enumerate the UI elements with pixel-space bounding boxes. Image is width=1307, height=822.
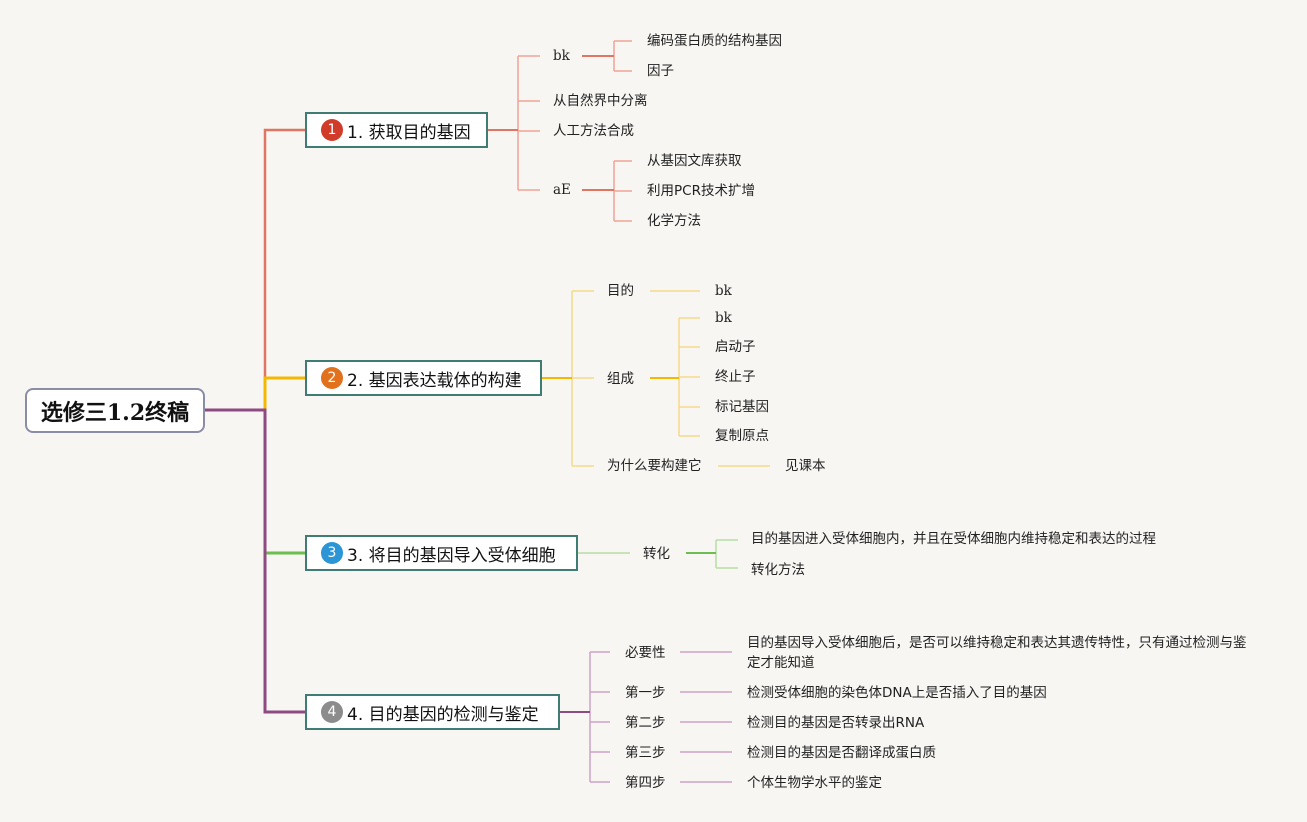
topic-1-node[interactable]: 1 1. 获取目的基因 bbox=[305, 112, 488, 148]
subtopic-4-4[interactable]: 第三步 bbox=[625, 745, 666, 761]
leaf-1-4-2[interactable]: 利用PCR技术扩增 bbox=[647, 183, 755, 199]
leaf-4-1-1[interactable]: 目的基因导入受体细胞后，是否可以维持稳定和表达其遗传特性，只有通过检测与鉴定才能… bbox=[747, 635, 1247, 671]
branch-topic3 bbox=[578, 539, 738, 569]
leaf-1-1-1[interactable]: 编码蛋白质的结构基因 bbox=[647, 33, 782, 49]
leaf-4-2-1[interactable]: 检测受体细胞的染色体DNA上是否插入了目的基因 bbox=[747, 685, 1047, 701]
trunk-topic1 bbox=[205, 128, 305, 412]
topic-1-label: 1. 获取目的基因 bbox=[347, 122, 471, 143]
trunk-topic3 bbox=[205, 408, 305, 555]
leaf-2-2-3[interactable]: 终止子 bbox=[715, 369, 756, 385]
topic-3-label: 3. 将目的基因导入受体细胞 bbox=[347, 545, 556, 566]
root-node[interactable]: 选修三1.2终稿 bbox=[25, 388, 205, 433]
leaf-2-2-2[interactable]: 启动子 bbox=[715, 339, 756, 355]
leaf-1-4-1[interactable]: 从基因文库获取 bbox=[647, 153, 742, 169]
number-2-icon: 2 bbox=[321, 367, 343, 389]
leaf-1-1-2[interactable]: 因子 bbox=[647, 63, 674, 79]
leaf-4-4-1[interactable]: 检测目的基因是否翻译成蛋白质 bbox=[747, 745, 936, 761]
trunk-topic4 bbox=[205, 408, 305, 714]
topic-4-node[interactable]: 4 4. 目的基因的检测与鉴定 bbox=[305, 694, 560, 730]
subtopic-4-1[interactable]: 必要性 bbox=[625, 645, 666, 661]
topic-2-node[interactable]: 2 2. 基因表达载体的构建 bbox=[305, 360, 542, 396]
topic-2-label: 2. 基因表达载体的构建 bbox=[347, 370, 522, 391]
leaf-1-4-3[interactable]: 化学方法 bbox=[647, 213, 701, 229]
branch-topic4 bbox=[560, 651, 732, 783]
trunk-topic2 bbox=[205, 376, 305, 412]
subtopic-2-2[interactable]: 组成 bbox=[607, 371, 634, 387]
subtopic-1-4[interactable]: aE bbox=[553, 182, 571, 198]
leaf-2-2-1[interactable]: bk bbox=[715, 310, 732, 326]
leaf-2-2-4[interactable]: 标记基因 bbox=[715, 399, 769, 415]
subtopic-3-1[interactable]: 转化 bbox=[643, 546, 670, 562]
subtopic-4-3[interactable]: 第二步 bbox=[625, 715, 666, 731]
leaf-4-3-1[interactable]: 检测目的基因是否转录出RNA bbox=[747, 715, 925, 731]
root-label: 选修三1.2终稿 bbox=[40, 399, 190, 426]
subtopic-2-3[interactable]: 为什么要构建它 bbox=[607, 458, 702, 474]
topic-3-node[interactable]: 3 3. 将目的基因导入受体细胞 bbox=[305, 535, 578, 571]
leaf-2-3-1[interactable]: 见课本 bbox=[785, 458, 826, 474]
subtopic-1-3[interactable]: 人工方法合成 bbox=[553, 123, 634, 139]
leaf-4-5-1[interactable]: 个体生物学水平的鉴定 bbox=[747, 775, 882, 791]
subtopic-4-2[interactable]: 第一步 bbox=[625, 685, 666, 701]
leaf-2-2-5[interactable]: 复制原点 bbox=[715, 428, 769, 444]
subtopic-4-5[interactable]: 第四步 bbox=[625, 775, 666, 791]
leaf-2-1-1[interactable]: bk bbox=[715, 283, 732, 299]
subtopic-2-1[interactable]: 目的 bbox=[607, 283, 634, 299]
topic-4-label: 4. 目的基因的检测与鉴定 bbox=[347, 704, 539, 725]
leaf-3-1-2[interactable]: 转化方法 bbox=[751, 562, 805, 578]
number-3-icon: 3 bbox=[321, 542, 343, 564]
leaf-3-1-1[interactable]: 目的基因进入受体细胞内，并且在受体细胞内维持稳定和表达的过程 bbox=[751, 531, 1156, 547]
subtopic-1-1[interactable]: bk bbox=[553, 48, 570, 64]
subtopic-1-2[interactable]: 从自然界中分离 bbox=[553, 93, 648, 109]
number-4-icon: 4 bbox=[321, 701, 343, 723]
number-1-icon: 1 bbox=[321, 119, 343, 141]
